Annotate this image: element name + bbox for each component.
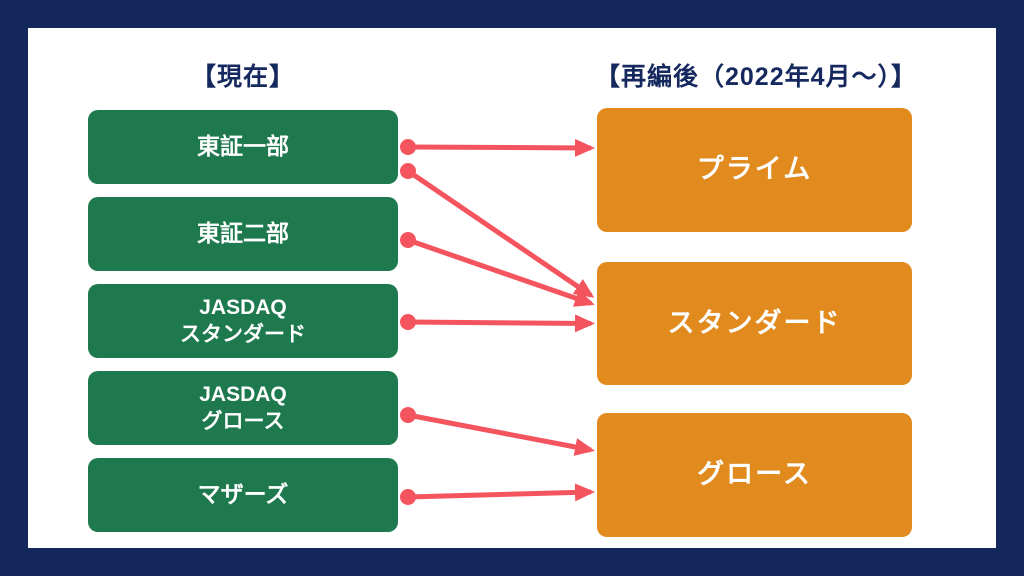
market-box-tse-second-section: 東証二部 <box>88 197 398 271</box>
market-box-tse-first-section: 東証一部 <box>88 110 398 184</box>
market-box-standard: スタンダード <box>597 262 912 385</box>
market-box-jasdaq-growth: JASDAQ グロース <box>88 371 398 445</box>
market-box-mothers: マザーズ <box>88 458 398 532</box>
column-header-current: 【現在】 <box>190 63 295 91</box>
market-box-prime: プライム <box>597 108 912 232</box>
market-box-jasdaq-standard: JASDAQ スタンダード <box>88 284 398 358</box>
column-header-after-restructure: 【再編後（2022年4月〜）】 <box>594 63 918 91</box>
market-box-growth: グロース <box>597 413 912 537</box>
